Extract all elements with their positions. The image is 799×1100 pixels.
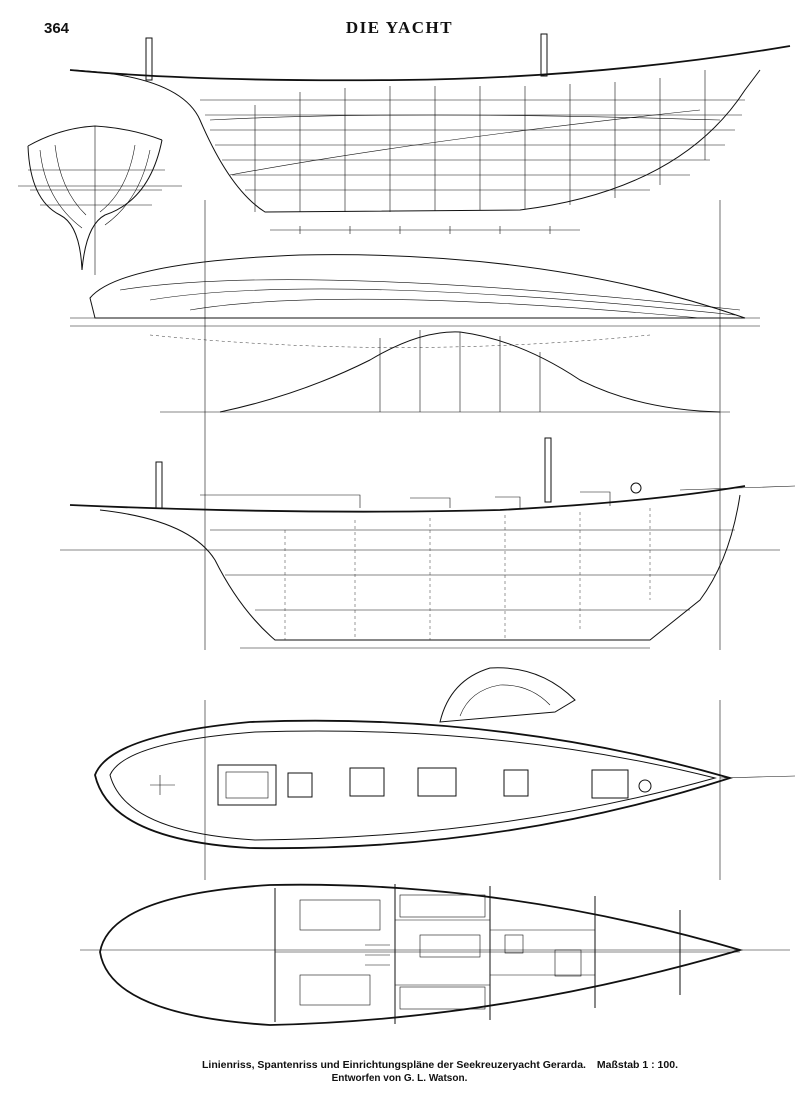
- profile-plan: [60, 437, 796, 649]
- area-curve: [160, 200, 730, 650]
- caption-title: Linienriss, Spantenriss und Einrichtungs…: [202, 1059, 586, 1071]
- half-breadth-plan: [70, 254, 760, 348]
- caption-scale: Maßstab 1 : 100.: [596, 1059, 678, 1071]
- deck-plan: [94, 667, 796, 880]
- running-head: DIE YACHT: [345, 18, 454, 37]
- accommodation-plan: [80, 883, 790, 1026]
- sheer-plan-lines: [69, 33, 791, 234]
- body-plan-sections: [18, 125, 182, 275]
- page-number: 364: [44, 20, 70, 37]
- figure-caption: Linienriss, Spantenriss und Einrichtungs…: [160, 1057, 720, 1073]
- caption-credit: Entworfen von G. L. Watson.: [331, 1073, 468, 1084]
